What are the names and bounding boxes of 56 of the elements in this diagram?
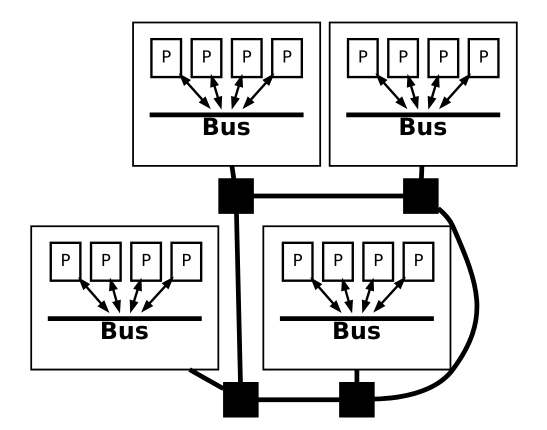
node-box: [279, 316, 434, 321]
node-box: P: [89, 242, 122, 282]
arrow: [129, 278, 142, 314]
node-box: P: [426, 38, 459, 78]
connector: [188, 368, 224, 391]
connector: [258, 397, 340, 402]
arrow: [406, 74, 418, 110]
connector: [374, 206, 479, 402]
node-box: [149, 112, 304, 118]
node-box: P: [49, 242, 82, 282]
arrow: [374, 73, 407, 110]
node-box: P: [130, 242, 162, 282]
node-box: [47, 316, 202, 321]
arrow: [310, 277, 342, 313]
node-box: [222, 382, 258, 418]
connector: [354, 370, 359, 382]
node-box: P: [150, 38, 182, 78]
connector: [229, 166, 236, 179]
node-box: P: [467, 38, 500, 78]
node-box: P: [402, 242, 434, 282]
node-box: [346, 112, 500, 118]
arrow: [427, 74, 440, 110]
arrow: [140, 276, 174, 313]
node-box: [402, 178, 438, 214]
node-box: P: [270, 38, 303, 78]
cluster: [30, 225, 219, 370]
arrow: [230, 74, 243, 110]
connector: [418, 166, 424, 179]
node-label: Bus: [99, 316, 148, 345]
node-box: P: [362, 242, 394, 282]
connector: [252, 194, 404, 198]
node-box: [338, 382, 374, 418]
arrow: [361, 278, 374, 314]
arrow: [438, 73, 471, 110]
node-box: [218, 178, 254, 214]
node-box: P: [190, 38, 222, 78]
cluster: [262, 225, 451, 370]
node-box: P: [170, 242, 202, 282]
arrow: [108, 278, 120, 314]
node-label: Bus: [201, 113, 250, 142]
node-label: Bus: [332, 316, 381, 345]
node-box: P: [281, 242, 314, 282]
arrow: [242, 73, 274, 110]
arrow: [210, 74, 222, 110]
node-box: P: [321, 242, 354, 282]
arrow: [340, 278, 352, 314]
arrow: [78, 277, 109, 314]
node-box: P: [346, 38, 378, 78]
node-box: P: [386, 38, 419, 78]
arrow: [178, 73, 210, 110]
cluster: [328, 22, 518, 167]
node-box: P: [230, 38, 262, 78]
connector: [234, 213, 242, 382]
arrow: [372, 276, 406, 313]
cluster: [132, 22, 321, 167]
node-label: Bus: [398, 113, 447, 142]
